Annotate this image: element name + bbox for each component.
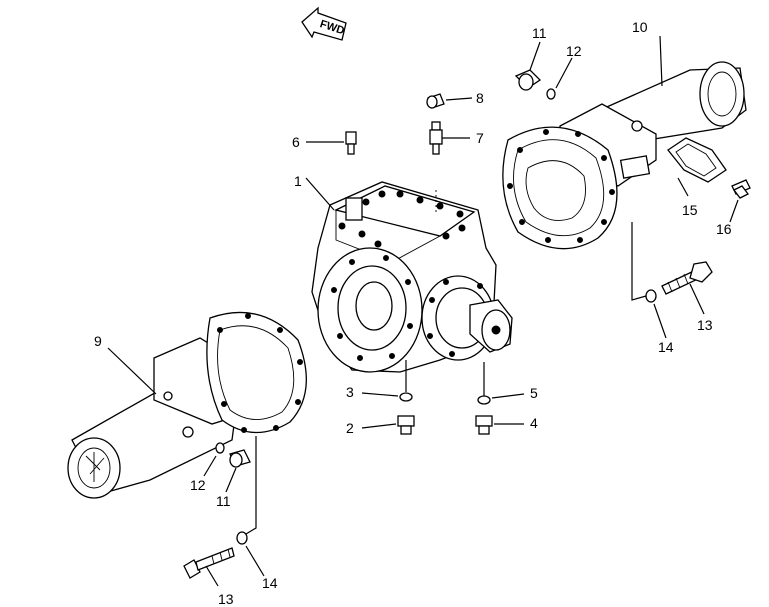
o-ring-5: [477, 395, 491, 405]
left-axle-housing: [67, 311, 307, 499]
breather-6: [345, 131, 357, 155]
callout-4: 4: [530, 415, 538, 431]
callout-14-right: 14: [658, 339, 674, 355]
o-ring-3: [399, 392, 413, 402]
bolt-16: [731, 179, 751, 199]
callout-13-left: 13: [218, 591, 234, 607]
leader-left-housing: [245, 436, 257, 535]
plug-11-left: [229, 449, 251, 468]
drain-plug-2: [397, 415, 415, 435]
plug-11-right: [514, 69, 542, 91]
callout-7: 7: [476, 130, 484, 146]
callout-8: 8: [476, 90, 484, 106]
differential-case: [311, 181, 513, 373]
callout-12-left: 12: [190, 477, 206, 493]
callout-11-right: 11: [532, 25, 547, 41]
callout-6: 6: [292, 134, 300, 150]
fwd-arrow: FWD: [301, 6, 347, 41]
callout-leaders: [107, 35, 739, 587]
washer-14-left: [236, 531, 248, 545]
right-axle-housing: [502, 61, 747, 250]
callout-10: 10: [632, 19, 648, 35]
callout-15: 15: [682, 202, 698, 218]
bolt-13-left: [183, 547, 235, 579]
callout-16: 16: [716, 221, 732, 237]
callout-2: 2: [346, 420, 354, 436]
callout-1: 1: [294, 173, 302, 189]
drain-plug-4: [475, 415, 493, 435]
o-ring-12-right: [546, 88, 556, 100]
callout-3: 3: [346, 384, 354, 400]
callout-14-left: 14: [262, 575, 278, 591]
callout-labels: 1 2 3 4 5 6 7 8 9 10 11 12 15 16 13 14 1…: [94, 19, 732, 607]
cover-plate-15: [667, 137, 727, 183]
bolt-13-right: [661, 261, 713, 295]
o-ring-12-left: [215, 442, 225, 454]
callout-11-left: 11: [216, 493, 231, 509]
leader-right-housing: [631, 222, 647, 301]
callout-12-right: 12: [566, 43, 582, 59]
fitting-7: [429, 121, 443, 155]
callout-13-right: 13: [697, 317, 713, 333]
callout-9: 9: [94, 333, 102, 349]
washer-14-right: [645, 289, 657, 303]
callout-5: 5: [530, 385, 538, 401]
plug-8: [426, 93, 445, 109]
